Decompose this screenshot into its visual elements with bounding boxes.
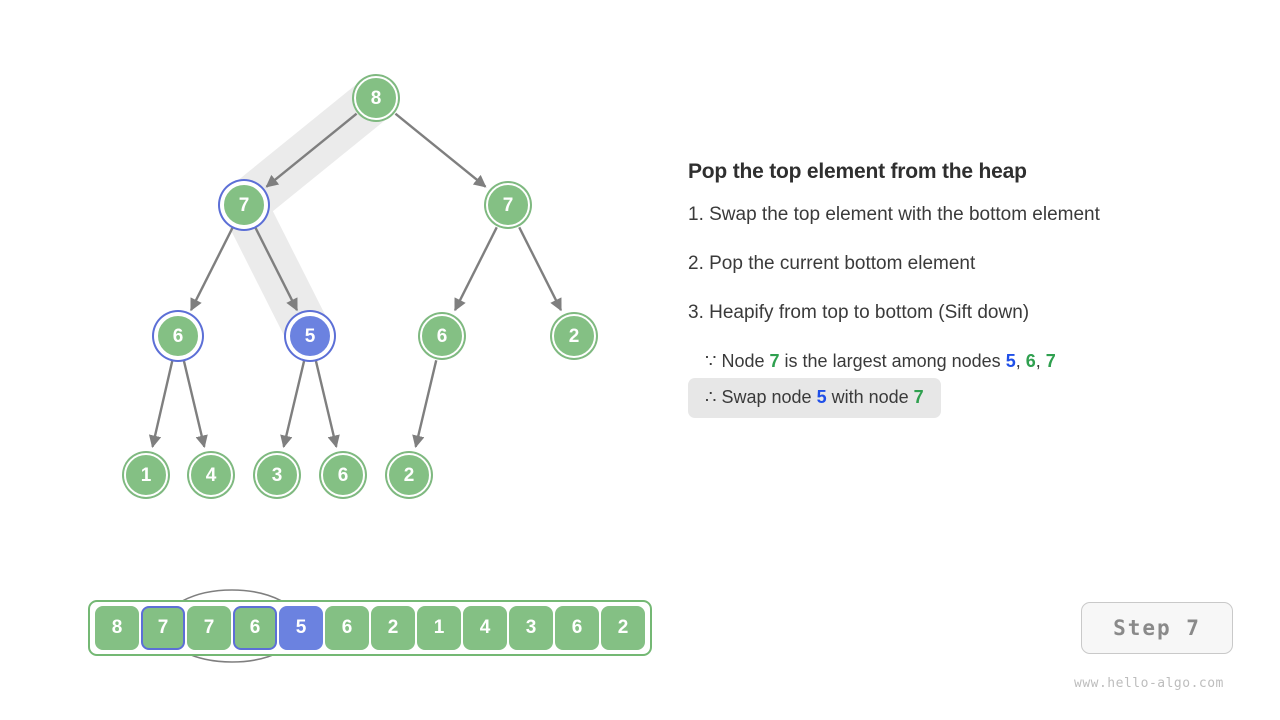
array-cell-3: 6 (233, 606, 277, 650)
tree-node-n1: 7 (222, 183, 266, 227)
reason-candidate-2: 7 (1045, 351, 1056, 371)
conclusion-from-value: 5 (816, 387, 827, 407)
step-line-2: 2. Pop the current bottom element (688, 253, 976, 274)
step-line-3: 3. Heapify from top to bottom (Sift down… (688, 302, 1030, 323)
array-cell-8: 4 (463, 606, 507, 650)
tree-node-n0: 8 (354, 76, 398, 120)
array-cell-1: 7 (141, 606, 185, 650)
array-cell-2: 7 (187, 606, 231, 650)
array-cell-0: 8 (95, 606, 139, 650)
reason-candidate-0: 5 (1005, 351, 1016, 371)
step-line-1: 1. Swap the top element with the bottom … (688, 204, 1100, 225)
reason-node-value: 7 (769, 351, 780, 371)
tree-node-n5: 6 (420, 314, 464, 358)
array-cell-10: 6 (555, 606, 599, 650)
tree-node-n7: 1 (124, 453, 168, 497)
page-title: Pop the top element from the heap (688, 160, 1027, 183)
tree-node-n4: 5 (288, 314, 332, 358)
reason-candidate-1: 6 (1025, 351, 1036, 371)
tree-node-n2: 7 (486, 183, 530, 227)
array-cell-6: 2 (371, 606, 415, 650)
reason-comma-0: , (1015, 351, 1021, 371)
array-cell-4: 5 (279, 606, 323, 650)
reason-comma-1: , (1035, 351, 1041, 371)
array-cell-9: 3 (509, 606, 553, 650)
because-symbol: ∵ (705, 351, 717, 371)
array-cell-5: 6 (325, 606, 369, 650)
conclusion-middle: with node (831, 387, 909, 407)
tree-node-n8: 4 (189, 453, 233, 497)
step-badge: Step 7 (1081, 602, 1233, 654)
reason-middle: is the largest among nodes (784, 351, 1001, 371)
array-cell-7: 1 (417, 606, 461, 650)
therefore-symbol: ∴ (705, 387, 717, 407)
sift-down-path-highlight (221, 75, 399, 359)
watermark: www.hello-algo.com (1074, 676, 1224, 691)
tree-node-n9: 3 (255, 453, 299, 497)
conclusion-prefix: Swap node (721, 387, 812, 407)
tree-node-n11: 2 (387, 453, 431, 497)
explanation-panel: Pop the top element from the heap 1. Swa… (688, 160, 1248, 418)
array-cell-11: 2 (601, 606, 645, 650)
reason-prefix: Node (721, 351, 765, 371)
conclusion-line: ∴ Swap node 5 with node 7 (688, 378, 941, 418)
tree-edges (148, 112, 563, 448)
tree-node-n3: 6 (156, 314, 200, 358)
tree-node-n10: 6 (321, 453, 365, 497)
tree-node-n6: 2 (552, 314, 596, 358)
reason-line: ∵ Node 7 is the largest among nodes 5, 6… (688, 351, 1248, 372)
conclusion-to-value: 7 (913, 387, 924, 407)
